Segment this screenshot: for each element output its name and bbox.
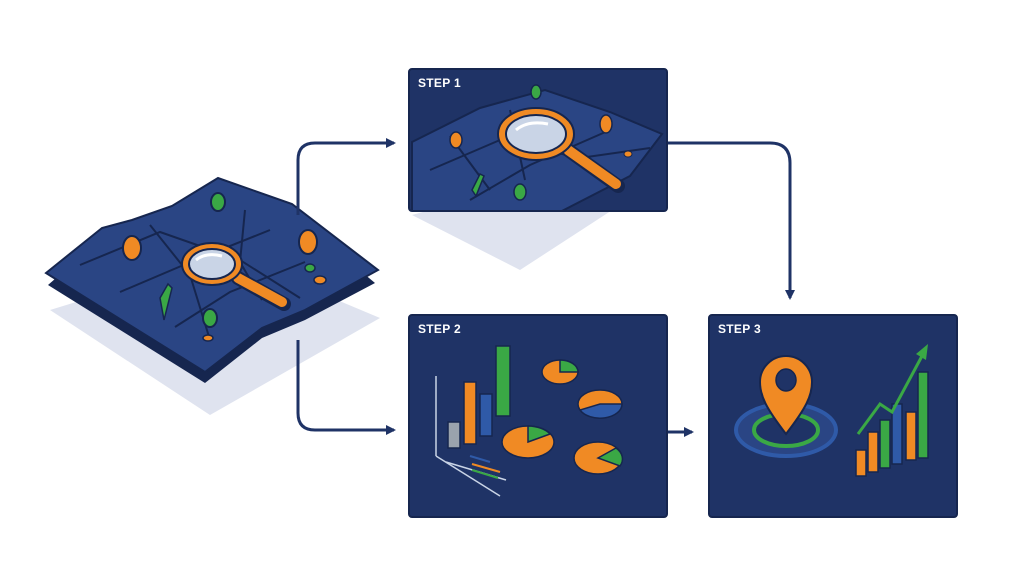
step2-panel: STEP 2 (408, 314, 668, 518)
bar (879, 419, 891, 469)
step1-pin-orange (623, 150, 633, 158)
magnifier-icon (497, 107, 625, 193)
step3-label: STEP 3 (718, 322, 761, 336)
step3-insight-illustration (734, 344, 929, 477)
connector-step1-to-step3 (666, 141, 795, 300)
step1-map-illustration (411, 84, 664, 210)
step2-analytics-illustration (435, 345, 624, 497)
connector-map-to-step1 (296, 138, 396, 215)
magnifier-icon (181, 242, 291, 311)
trend-arrow-icon (856, 344, 928, 435)
step1-pin-green (513, 183, 527, 201)
bar-chart-icon (855, 371, 929, 477)
legend-lines (469, 455, 501, 479)
pie-chart-icon (501, 359, 624, 475)
step1-pin-orange (449, 131, 463, 149)
bar (447, 421, 461, 449)
step1-pin-orange (599, 114, 613, 134)
location-pin-icon (758, 355, 814, 436)
bar (479, 393, 493, 437)
step1-label: STEP 1 (418, 76, 461, 90)
bar (495, 345, 511, 417)
bar-chart-icon (447, 345, 511, 449)
bar (905, 411, 917, 461)
step1-marker-green (471, 172, 485, 198)
bar (867, 431, 879, 473)
connector-map-to-step2 (296, 340, 396, 435)
bar (855, 449, 867, 477)
bar (891, 403, 903, 465)
step1-panel: STEP 1 (408, 68, 668, 212)
step1-pin-green (530, 84, 542, 100)
step2-label: STEP 2 (418, 322, 461, 336)
bar (917, 371, 929, 459)
bar (463, 381, 477, 445)
step3-panel: STEP 3 (708, 314, 958, 518)
